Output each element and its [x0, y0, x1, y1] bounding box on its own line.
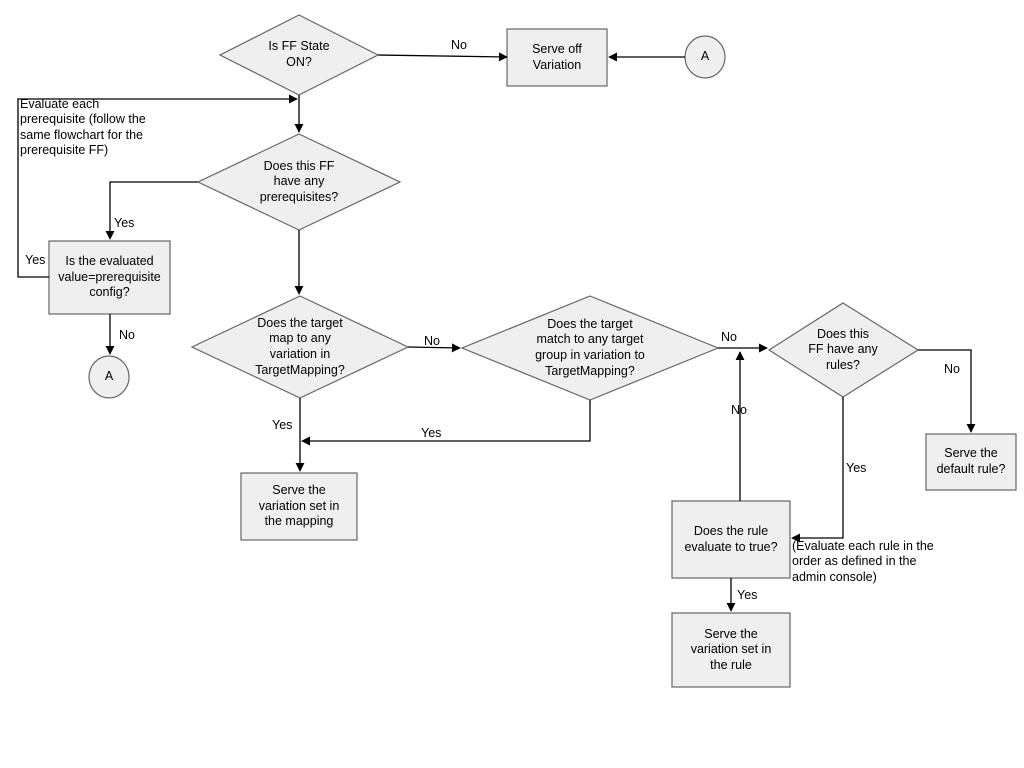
edge-label-target-map-yes: Yes	[272, 418, 293, 432]
edge-target-map-no-to-target-match	[407, 343, 461, 353]
edge-label-target-match-yes: Yes	[421, 426, 442, 440]
edge-target-match-yes-to-serve-mapping	[301, 400, 591, 446]
edge-label-rule-true-yes: Yes	[737, 588, 758, 602]
edge-label-rules-no-left: No	[731, 403, 747, 417]
node-has-rules-shape[interactable]	[767, 302, 920, 398]
edge-label-target-map-no: No	[424, 334, 440, 348]
node-serve-variation-mapping-shape[interactable]	[240, 472, 358, 541]
node-connector-a-bottom-shape[interactable]	[88, 355, 130, 399]
edge-label-evaluated-no: No	[119, 328, 135, 342]
edge-label-evaluated-yes: Yes	[25, 253, 46, 267]
edge-has-rules-no-to-serve-default	[918, 349, 976, 433]
edge-prerequisites-yes-to-evaluated	[105, 181, 198, 240]
node-connector-a-top-shape[interactable]	[684, 35, 726, 79]
node-rule-evaluates-true-shape[interactable]	[671, 500, 791, 579]
edge-label-rules-yes: Yes	[846, 461, 867, 475]
edge-label-rules-no-right: No	[944, 362, 960, 376]
edge-ff-state-to-serve-off	[377, 52, 508, 62]
node-serve-variation-rule-shape[interactable]	[671, 612, 791, 688]
node-serve-default-rule-shape[interactable]	[925, 433, 1017, 491]
node-target-match-group-shape[interactable]	[460, 295, 720, 401]
node-ff-state-shape[interactable]	[218, 14, 380, 96]
annotation-rule-order-note: (Evaluate each rule in the order as defi…	[792, 539, 934, 584]
node-serve-off-variation-shape[interactable]	[506, 28, 608, 87]
annotation-prereq-note: Evaluate each prerequisite (follow the s…	[20, 97, 146, 157]
edge-label-target-match-no: No	[721, 330, 737, 344]
node-evaluated-value-check-shape[interactable]	[48, 240, 171, 315]
edge-has-rules-yes-to-rule-evaluate	[791, 397, 844, 543]
edge-evaluated-yes-loop-to-ff-state	[17, 94, 298, 278]
node-target-map-variation-shape[interactable]	[190, 295, 410, 399]
edge-label-ff-state-no: No	[451, 38, 467, 52]
edge-label-prereq-yes: Yes	[114, 216, 135, 230]
node-has-prerequisites-shape[interactable]	[196, 133, 402, 231]
